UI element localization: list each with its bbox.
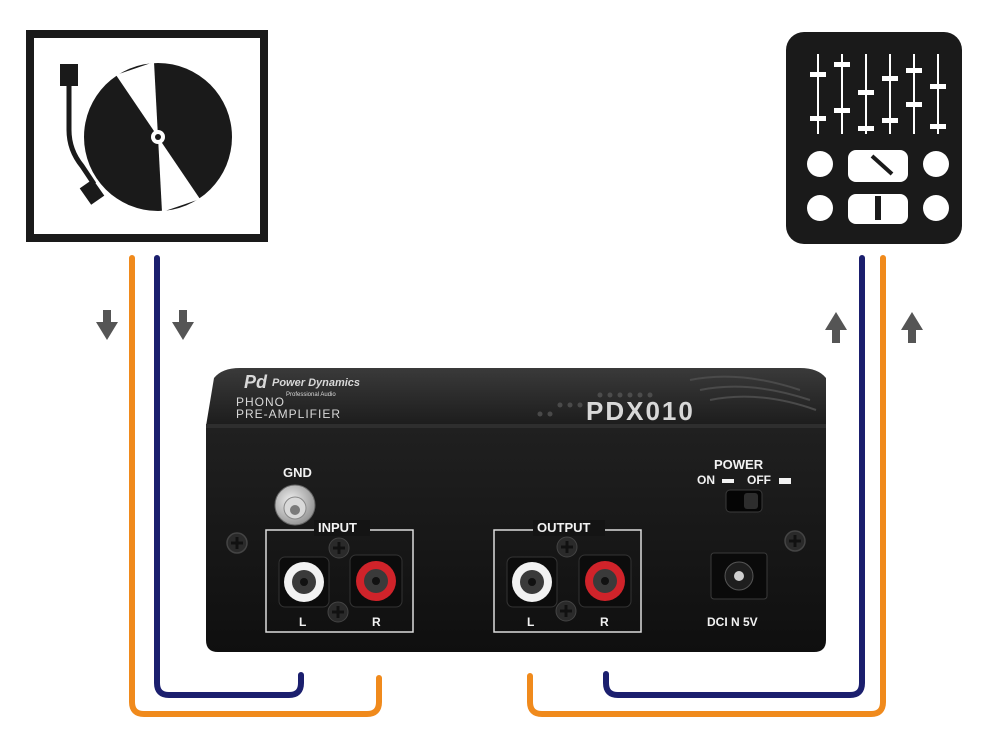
- dc-power-jack[interactable]: [710, 552, 768, 600]
- power-switch[interactable]: [725, 489, 763, 513]
- arrow-down-icon: [96, 310, 118, 340]
- dc-input-label: DCI N 5V: [707, 615, 758, 629]
- power-label: POWER: [714, 457, 764, 472]
- output-right-rca-jack[interactable]: [578, 554, 632, 608]
- output-right-label: R: [600, 615, 609, 629]
- arrow-up-icon: [901, 312, 923, 343]
- device-top: [206, 368, 826, 426]
- brand-sub: Professional Audio: [286, 392, 336, 398]
- output-left-rca-jack[interactable]: [506, 556, 558, 608]
- brand-name: Power Dynamics: [272, 377, 360, 389]
- cable-input-navy: [154, 255, 304, 698]
- gnd-label: GND: [283, 465, 312, 480]
- screw-icon: [555, 600, 577, 622]
- screw-icon: [327, 601, 349, 623]
- screw-icon: [556, 536, 578, 558]
- product-title-line1: PHONO: [236, 395, 285, 409]
- cable-output-navy: [603, 255, 865, 698]
- model-number: PDX010: [586, 396, 695, 426]
- turntable-icon: [26, 30, 268, 242]
- arrow-up-icon: [825, 312, 847, 343]
- power-off-label: OFF: [747, 473, 771, 487]
- gnd-terminal[interactable]: [274, 484, 316, 526]
- output-left-label: L: [527, 615, 534, 629]
- input-right-rca-jack[interactable]: [349, 554, 403, 608]
- phono-preamp-device: Pd Power Dynamics Professional Audio PHO…: [206, 368, 826, 652]
- mixer-icon: [786, 32, 962, 244]
- input-left-label: L: [299, 615, 306, 629]
- screw-icon: [784, 530, 806, 552]
- input-right-label: R: [372, 615, 381, 629]
- cable-input-orange: [129, 255, 382, 717]
- input-left-rca-jack[interactable]: [278, 556, 330, 608]
- power-on-label: ON: [697, 473, 715, 487]
- arrow-down-icon: [172, 310, 194, 340]
- cable-output-orange: [527, 255, 886, 717]
- flow-arrows: [96, 310, 923, 343]
- screw-icon: [226, 532, 248, 554]
- output-label: OUTPUT: [537, 520, 591, 535]
- product-title-line2: PRE-AMPLIFIER: [236, 407, 341, 421]
- cables: [129, 255, 886, 717]
- brand-logo: Pd: [244, 372, 268, 392]
- input-label: INPUT: [318, 520, 357, 535]
- screw-icon: [328, 537, 350, 559]
